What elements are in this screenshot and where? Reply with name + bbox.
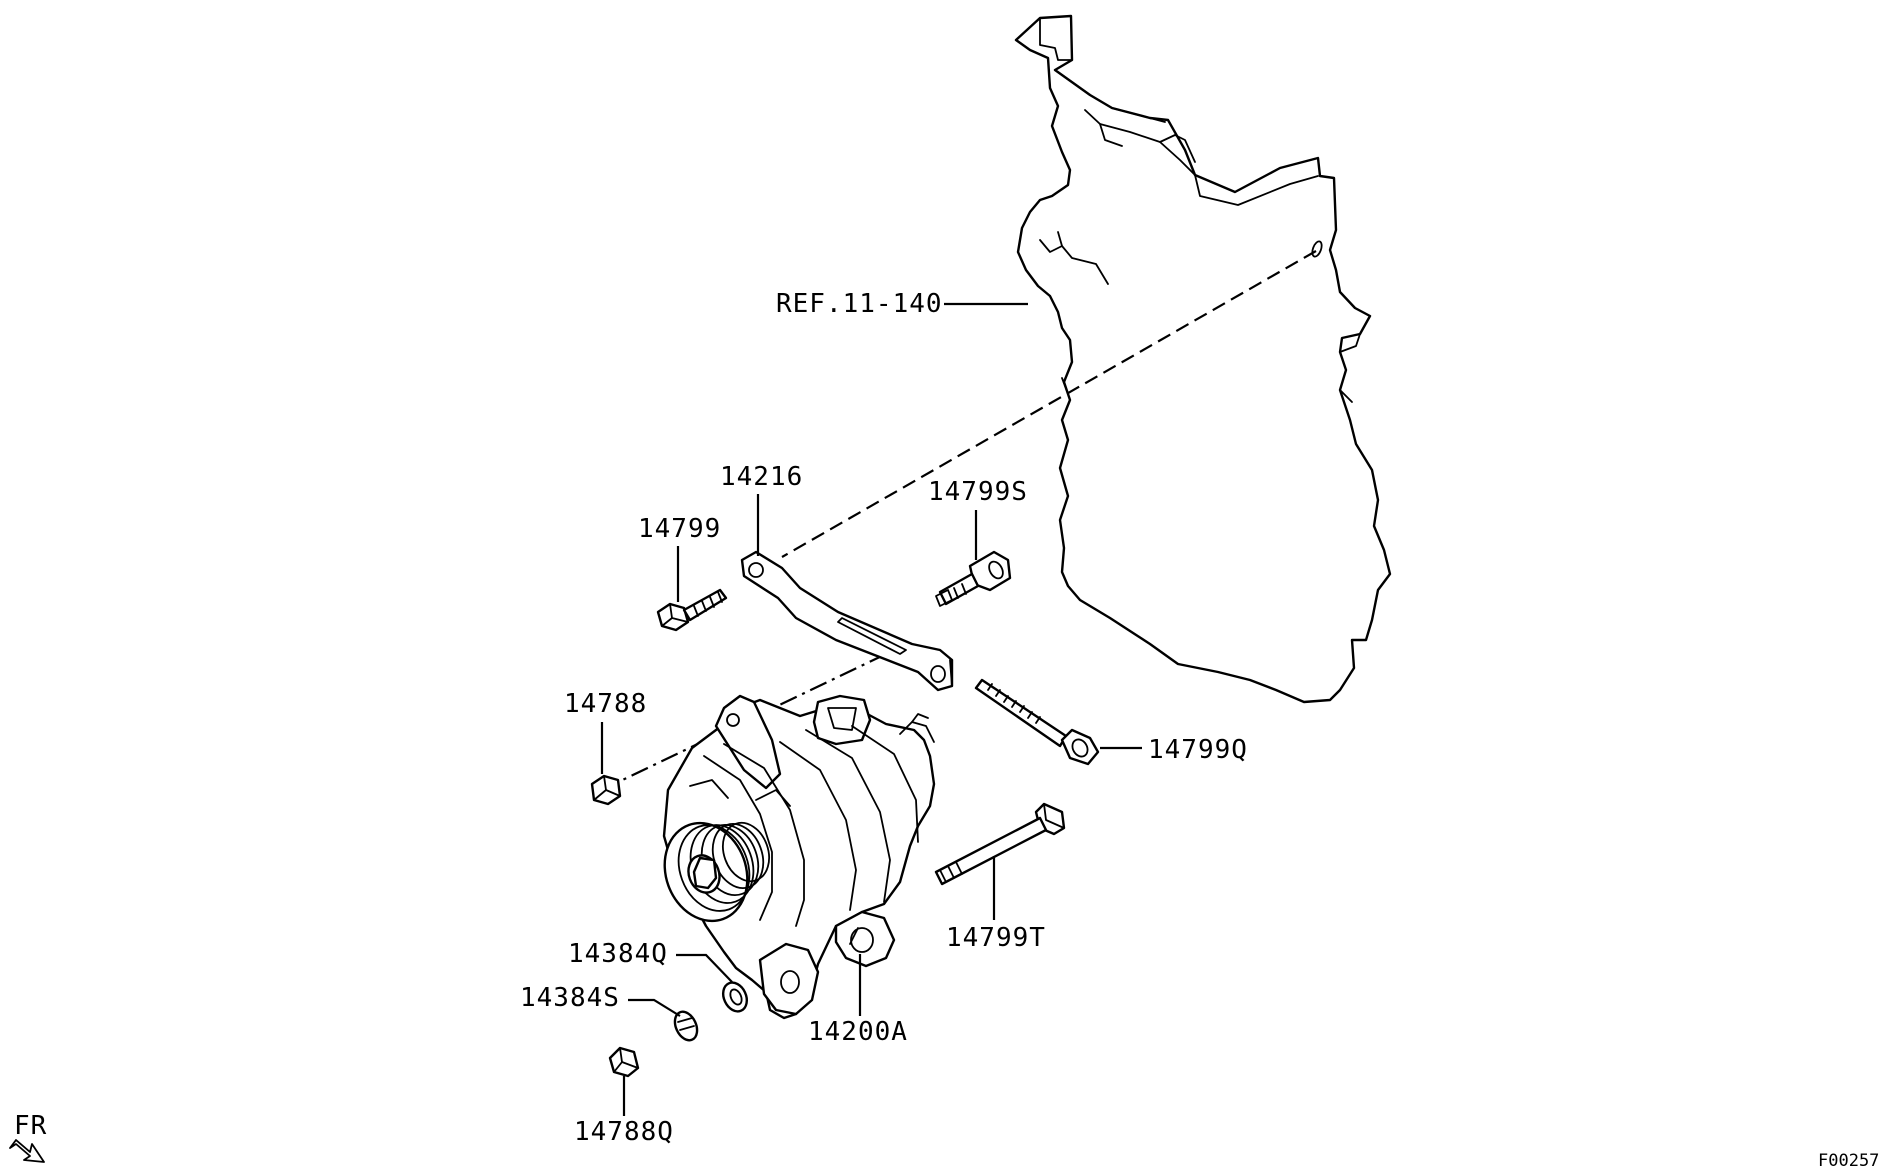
callout-14384Q: 14384Q — [568, 939, 668, 969]
callout-14799: 14799 — [638, 514, 721, 544]
bolt-14799T — [934, 802, 1066, 886]
nut-14788 — [590, 774, 622, 806]
callout-14200A: 14200A — [808, 1017, 908, 1047]
bolt-14799 — [656, 588, 728, 632]
direction-label: FR — [14, 1111, 47, 1141]
callout-14216: 14216 — [720, 462, 803, 492]
figure-code: F00257 — [1818, 1151, 1879, 1171]
washer-14384S — [673, 1010, 699, 1042]
bolt-14799Q — [974, 678, 1100, 766]
callout-14788: 14788 — [564, 689, 647, 719]
bolt-14799S — [935, 550, 1012, 607]
callout-14788Q: 14788Q — [574, 1117, 674, 1147]
callout-14799Q: 14799Q — [1148, 735, 1248, 765]
ref-label: REF.11-140 — [776, 289, 943, 319]
bracket-14216 — [740, 550, 954, 692]
alternator-14200A — [662, 694, 936, 1020]
callout-14799T: 14799T — [946, 923, 1046, 953]
washer-14384Q — [721, 981, 749, 1013]
callout-14799S: 14799S — [928, 477, 1028, 507]
leader-14384S — [628, 998, 681, 1017]
mount-line-engine — [781, 250, 1317, 558]
engine-block-outline — [1014, 14, 1392, 704]
front-arrow-icon — [9, 1139, 45, 1163]
nut-14788Q — [608, 1046, 640, 1078]
callout-14384S: 14384S — [520, 983, 620, 1013]
leader-14384Q — [676, 953, 733, 983]
mount-line-alternator — [611, 653, 887, 786]
